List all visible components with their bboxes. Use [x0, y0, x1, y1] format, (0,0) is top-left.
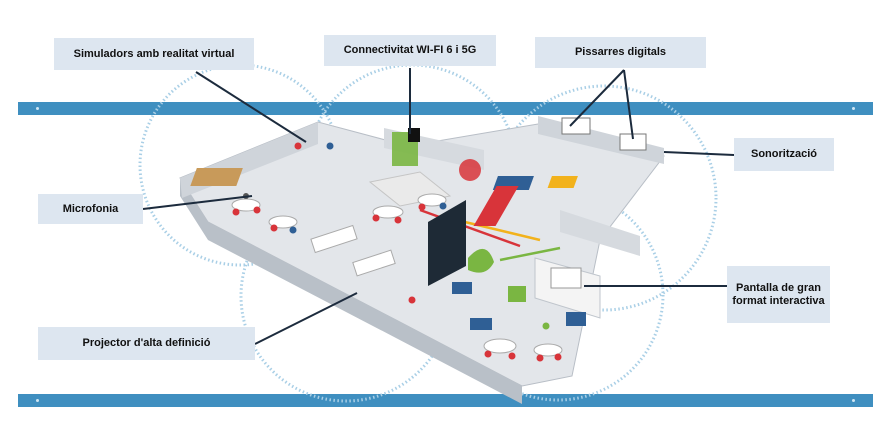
chair [270, 224, 278, 232]
stripe-dot [36, 399, 39, 402]
furniture [190, 117, 647, 357]
chair [253, 206, 261, 214]
floor-marking-green [499, 246, 561, 262]
round-table [268, 215, 298, 229]
round-table [372, 205, 404, 219]
led-video-wall [428, 200, 466, 286]
green-pouf [508, 286, 526, 302]
bottom-banner-stripe [18, 394, 873, 407]
chair [554, 353, 562, 361]
label-vr-simulators: Simuladors amb realitat virtual [54, 38, 254, 70]
stripe-dot [36, 107, 39, 110]
stripe-dot [852, 107, 855, 110]
red-seats [473, 186, 519, 226]
wifi-ring [490, 84, 718, 312]
chair [439, 202, 447, 210]
stripe-dot [852, 399, 855, 402]
round-table [533, 343, 563, 357]
interactive-screen [550, 267, 582, 289]
chair [536, 354, 544, 362]
round-table [483, 338, 517, 354]
chair [484, 350, 492, 358]
classroom-floorplan [179, 116, 665, 404]
chair [289, 226, 297, 234]
wifi-ring [451, 188, 665, 402]
top-banner-stripe [18, 102, 873, 115]
floor-marking-red [419, 208, 521, 248]
wood-table [190, 168, 243, 186]
leader-line-vr [195, 71, 307, 143]
blue-pouf [452, 282, 472, 294]
chair [294, 142, 302, 150]
chair [408, 296, 416, 304]
label-hd-projector: Projector d'alta definició [38, 327, 255, 360]
desk-block [352, 249, 396, 277]
green-sofa [468, 248, 494, 273]
chair [232, 208, 240, 216]
blue-bench [566, 312, 586, 326]
label-wifi-connectivity: Connectivitat WI-FI 6 i 5G [324, 35, 496, 66]
chair [542, 322, 550, 330]
desk-block [310, 224, 358, 254]
leader-line-mic [142, 195, 253, 210]
floor-edge [180, 178, 522, 404]
label-sound-system: Sonorització [734, 138, 834, 171]
leader-line-sound [663, 151, 735, 156]
label-microphones: Microfonia [38, 194, 143, 224]
label-digital-whiteboards: Pissarres digitals [535, 37, 706, 68]
tree-mural [459, 159, 481, 181]
screen-room-wall [560, 210, 640, 256]
chair [508, 352, 516, 360]
yellow-seats [547, 176, 578, 188]
round-table [417, 193, 447, 207]
chair [394, 216, 402, 224]
chairs [232, 142, 562, 362]
leader-lines [142, 68, 735, 345]
digital-whiteboard [561, 117, 591, 135]
leader-line-boards [569, 69, 625, 127]
chair [372, 214, 380, 222]
leader-line-boards [623, 69, 634, 140]
leader-line-projector [254, 292, 358, 345]
chair [418, 203, 426, 211]
blue-bench [470, 318, 492, 330]
chair [326, 142, 334, 150]
label-interactive-screen: Pantalla de gran format interactiva [727, 266, 830, 323]
